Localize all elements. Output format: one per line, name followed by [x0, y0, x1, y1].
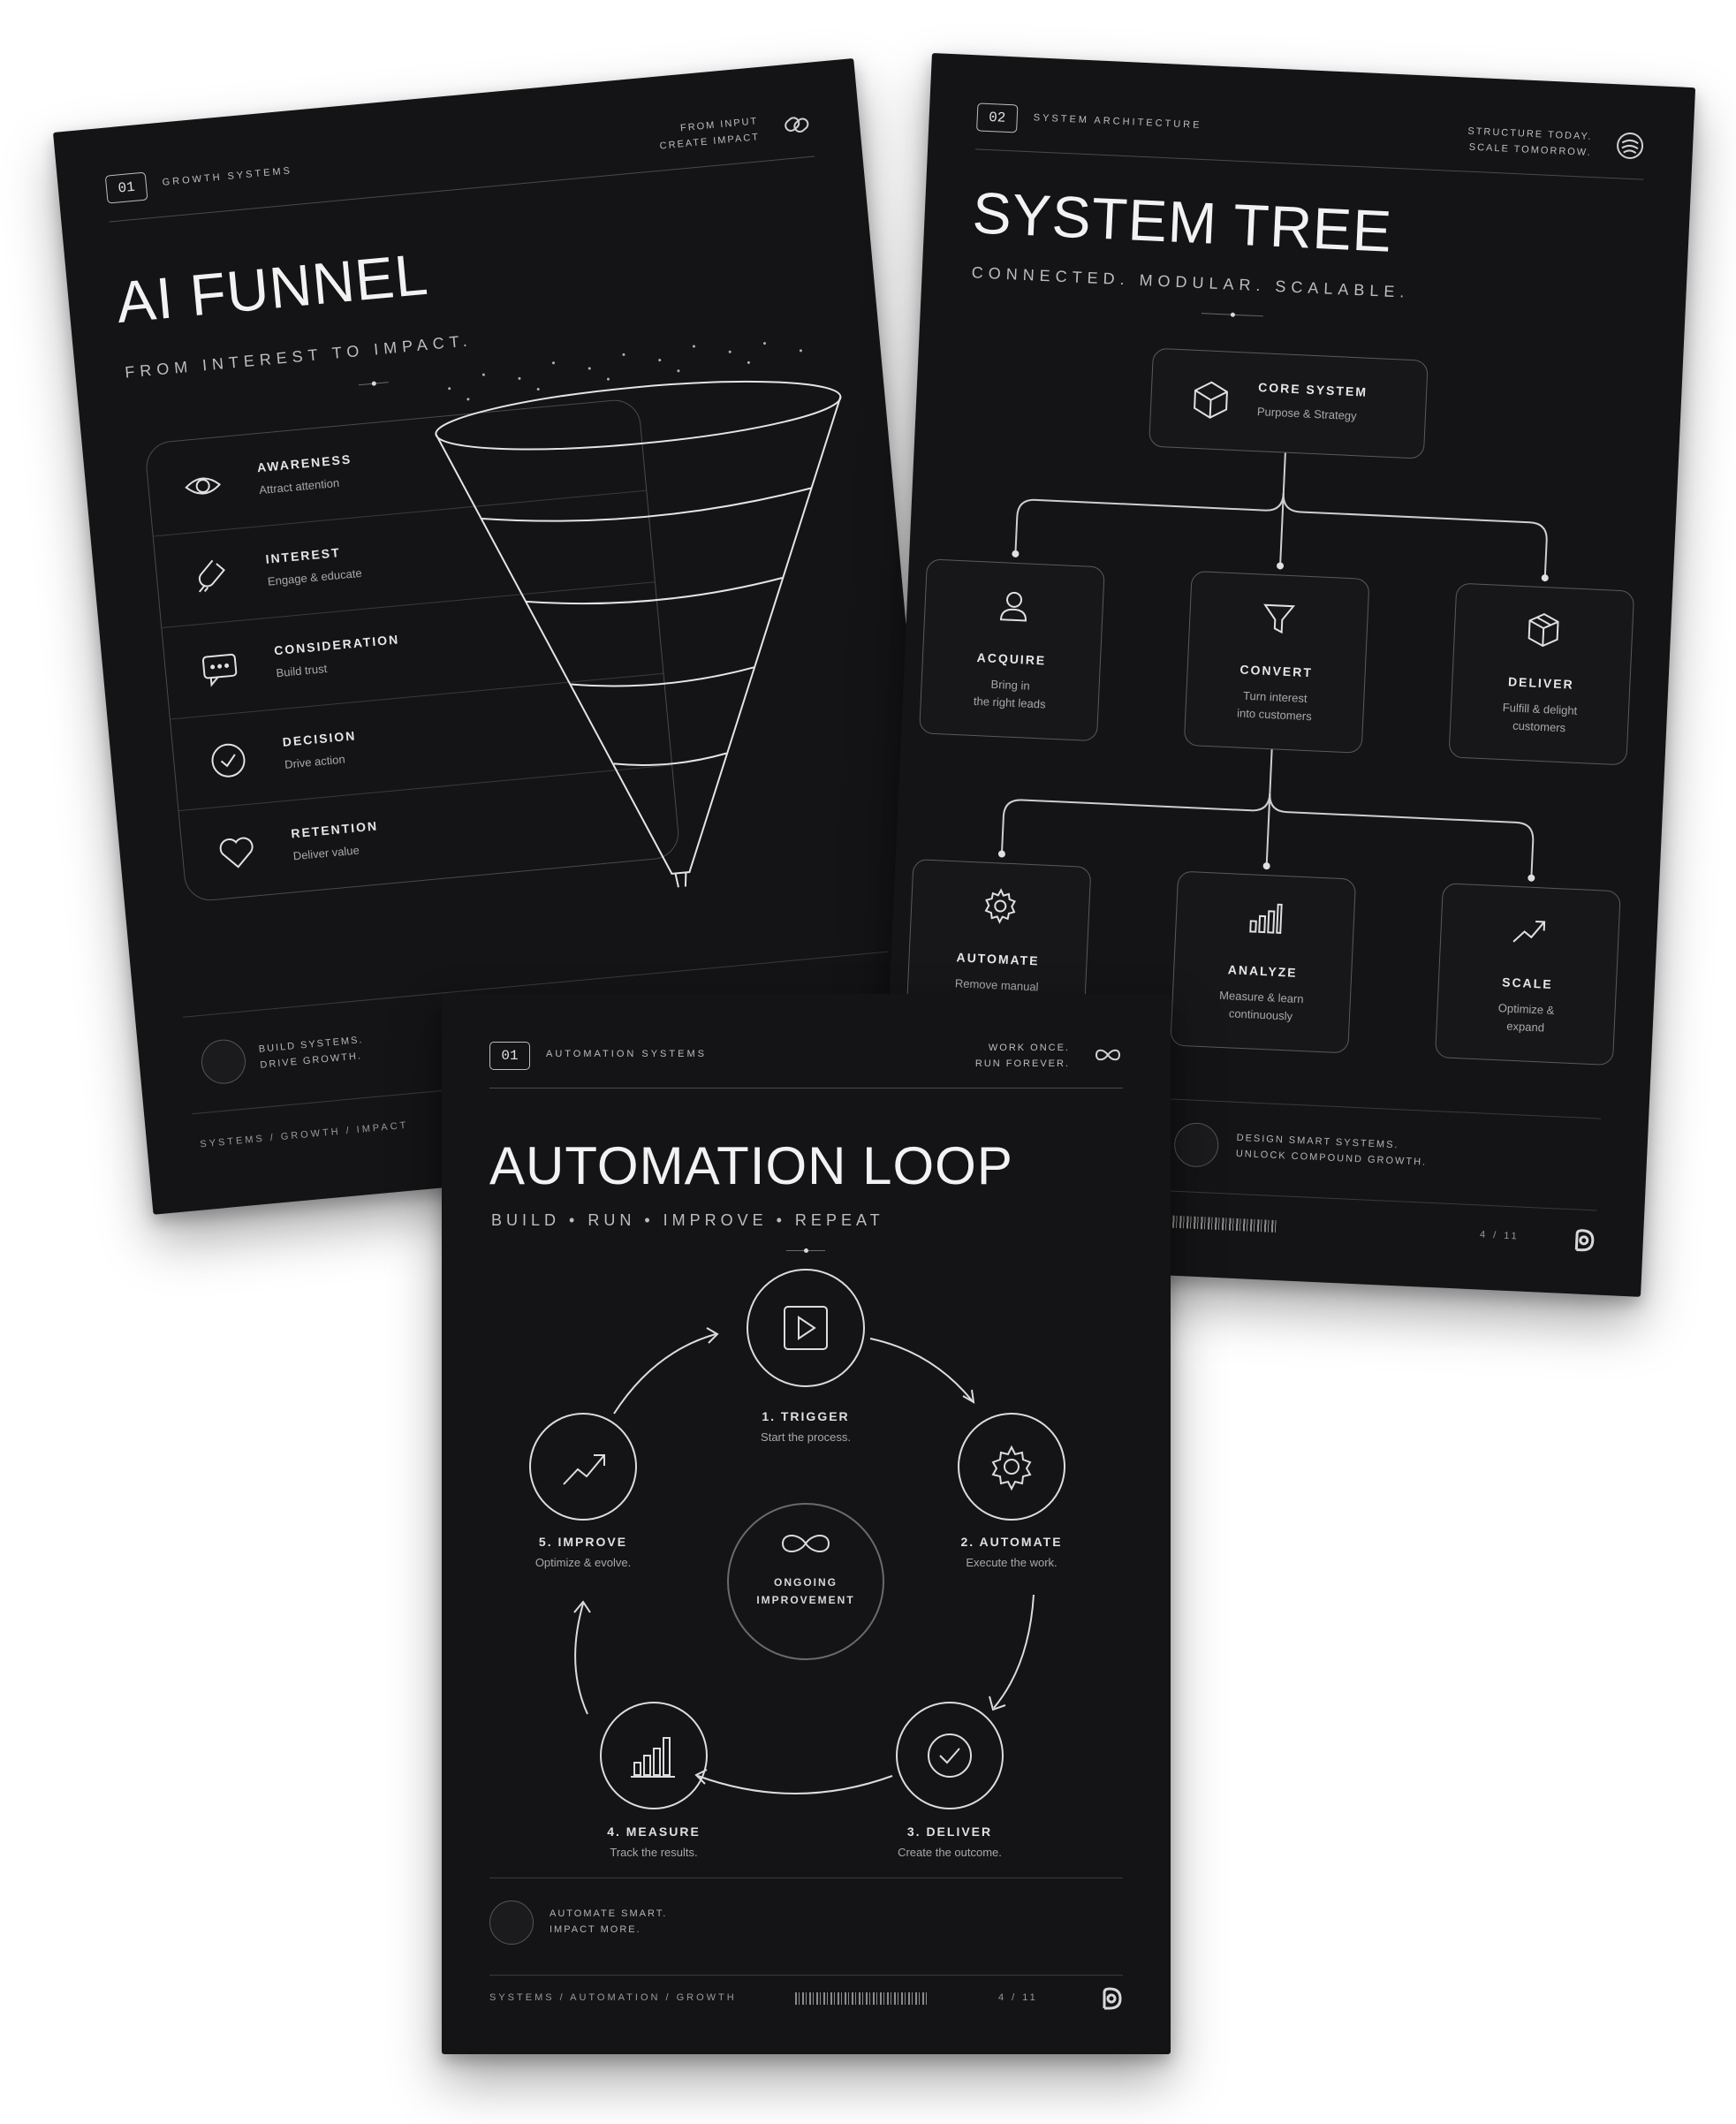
list-item: RETENTION Deliver value: [178, 764, 679, 901]
list-item: INTEREST Engage & educate: [153, 489, 655, 629]
gear-icon: [984, 888, 1016, 924]
funnel-graphic: [435, 342, 842, 888]
title-divider: [786, 1248, 825, 1253]
ai-funnel-poster: 01 GROWTH SYSTEMS FROM INPUT CREATE IMPA…: [53, 57, 954, 1215]
poster-header: 01 GROWTH SYSTEMS FROM INPUT CREATE IMPA…: [104, 107, 815, 225]
step-improve-sub: Optimize & evolve.: [534, 1556, 632, 1569]
step-measure-sub: Track the results.: [610, 1846, 698, 1859]
page-title: AI FUNNEL: [113, 240, 431, 336]
link-icon: [785, 117, 809, 133]
step-deliver-sub: Create the outcome.: [898, 1846, 1002, 1859]
chat-icon: [201, 653, 238, 687]
scale-node: SCALE Optimize &expand: [1435, 883, 1621, 1066]
heart-icon: [219, 837, 254, 869]
footer-tags: SYSTEMS / AUTOMATION / GROWTH: [489, 1992, 737, 2003]
brand-logo-icon: [1574, 1229, 1595, 1252]
footer-page-number: 4 / 11: [998, 1992, 1038, 2003]
filter-icon: [1263, 603, 1296, 634]
footer-mark: [199, 1037, 248, 1086]
list-item: CONSIDERATION Build trust: [162, 581, 663, 720]
infinity-icon: [781, 1535, 830, 1552]
box-icon: [1528, 612, 1559, 648]
step-measure-title: 4. MEASURE: [607, 1824, 701, 1839]
header-label: AUTOMATION SYSTEMS: [546, 1049, 707, 1059]
automate-node: AUTOMATE Remove manualwork: [905, 858, 1092, 1042]
system-tree-poster: 02 SYSTEM ARCHITECTURE STRUCTURE TODAY. …: [876, 53, 1696, 1297]
page-number-badge: 01: [489, 1042, 530, 1070]
infinity-icon: [1095, 1049, 1121, 1061]
footer-tags: SYSTEMS / GROWTH / IMPACT: [199, 1119, 409, 1150]
loop-arrows: [573, 1327, 1035, 1794]
poster-header: 01 AUTOMATION SYSTEMS WORK ONCE. RUN FOR…: [489, 1038, 1123, 1091]
step-automate-sub: Execute the work.: [966, 1556, 1058, 1569]
tree-connectors: [997, 440, 1549, 882]
list-item: DECISION Drive action: [170, 672, 672, 812]
header-tagline: WORK ONCE. RUN FOREVER.: [974, 1043, 1070, 1069]
footer-tagline: BUILD SYSTEMS. DRIVE GROWTH.: [258, 1034, 364, 1071]
user-icon: [999, 591, 1027, 622]
play-icon: [784, 1306, 828, 1350]
core-system-node: CORE SYSTEM Purpose & Strategy: [1148, 347, 1429, 459]
particle-dots: [448, 342, 802, 401]
funnel-stage-list: AWARENESS Attract attention INTEREST Eng…: [143, 398, 681, 903]
trend-up-icon: [563, 1454, 605, 1485]
brand-logo-icon: [1103, 1987, 1122, 2010]
gear-icon: [991, 1445, 1032, 1491]
layers-icon: [1617, 132, 1644, 159]
title-divider: [358, 381, 389, 386]
magnet-icon: [198, 559, 225, 593]
cube-icon: [1194, 381, 1228, 419]
loop-center-label: ONGOING IMPROVEMENT: [756, 1576, 855, 1606]
footer-tagline: AUTOMATE SMART. IMPACT MORE.: [550, 1908, 668, 1935]
trend-up-icon: [1512, 921, 1546, 943]
page-title: AUTOMATION LOOP: [489, 1136, 1013, 1195]
loop-diagram: [529, 1269, 1065, 1809]
header-tagline: FROM INPUT CREATE IMPACT: [659, 116, 761, 152]
header-label: GROWTH SYSTEMS: [162, 165, 293, 188]
step-trigger-title: 1. TRIGGER: [762, 1409, 850, 1423]
step-automate-title: 2. AUTOMATE: [960, 1535, 1063, 1549]
step-improve-title: 5. IMPROVE: [538, 1535, 628, 1549]
page-number-badge: 01: [104, 171, 148, 204]
eye-icon: [185, 477, 222, 495]
step-deliver-title: 3. DELIVER: [906, 1824, 993, 1839]
page-subtitle: BUILD • RUN • IMPROVE • REPEAT: [491, 1211, 884, 1229]
check-circle-icon: [928, 1733, 972, 1778]
poster-header: 02 SYSTEM ARCHITECTURE STRUCTURE TODAY. …: [975, 99, 1646, 182]
list-item: AWARENESS Attract attention: [145, 398, 647, 537]
automation-loop-poster: 01 AUTOMATION SYSTEMS WORK ONCE. RUN FOR…: [442, 994, 1171, 2054]
footer-mark: [489, 1900, 534, 1945]
footer-page-number: 4 / 11: [1479, 1229, 1520, 1242]
bar-chart-icon: [1249, 903, 1283, 934]
step-trigger-sub: Start the process.: [761, 1430, 851, 1444]
bar-chart-icon: [631, 1737, 675, 1778]
check-circle-icon: [211, 743, 246, 778]
barcode: [795, 1992, 928, 2005]
